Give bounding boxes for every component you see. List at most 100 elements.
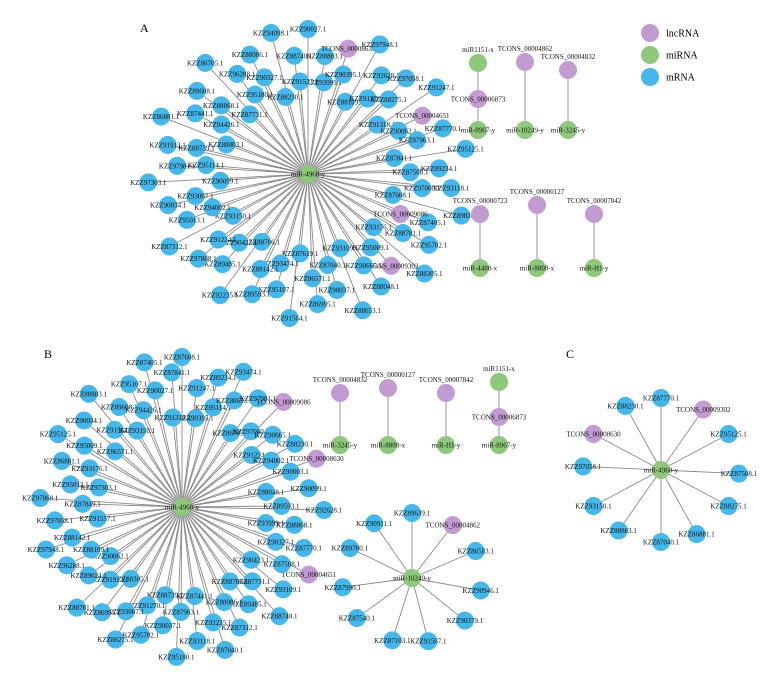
- mrna-node-circle: [652, 389, 670, 407]
- mrna-node-circle: [262, 451, 281, 470]
- node-label: miR-8967-y: [482, 442, 517, 450]
- node-tcons-00000127: TCONS_00000127: [510, 188, 565, 214]
- node-kzz93176-1: KZZ93176.1: [71, 459, 108, 478]
- node-label: KZZ88739.1: [147, 592, 184, 600]
- node-label: TCONS_00009302: [676, 406, 731, 414]
- mrna-node-circle: [186, 187, 205, 206]
- node-label: KZZ87103.1: [374, 637, 411, 645]
- mrna-node-circle: [213, 255, 232, 274]
- mrna-node-circle: [430, 159, 449, 178]
- network-edge: [238, 173, 309, 244]
- mrna-node-circle: [347, 609, 366, 628]
- node-label: KZZ93999.1: [306, 79, 343, 87]
- node-kzz88230-1: KZZ88230.1: [277, 434, 314, 453]
- node-kzz87770-1: KZZ87770.1: [643, 389, 680, 407]
- node-kzz87990-1: KZZ87990.1: [325, 578, 361, 597]
- network-edge: [307, 173, 423, 189]
- node-label: KZZ93474.1: [225, 368, 262, 376]
- node-kzz86995-1: KZZ86995.1: [299, 295, 336, 314]
- network-edge: [114, 429, 183, 508]
- node-label: miR1151-x: [483, 365, 515, 373]
- node-kzz87849-1: KZZ87849.1: [64, 494, 101, 513]
- node-label: KZZ97303.1: [81, 484, 118, 492]
- node-kzz95009-1: KZZ95009.1: [66, 436, 103, 455]
- mrna-node-circle: [246, 85, 265, 104]
- mrna-node-circle: [135, 353, 154, 372]
- node-kzz87040-1: KZZ87040.1: [310, 256, 346, 275]
- network-edge: [618, 469, 662, 531]
- node-label: KZZ93118.1: [433, 185, 470, 193]
- node-kzz90027-1: KZZ90027.1: [290, 20, 327, 38]
- node-kzz87963-1: KZZ87963.1: [163, 602, 200, 621]
- network-edge: [84, 445, 183, 508]
- node-kzz88048-1: KZZ88048.1: [248, 482, 285, 501]
- node-label: KZZ87963.1: [399, 137, 436, 145]
- network-edge: [125, 506, 183, 612]
- network-edge: [88, 506, 183, 576]
- node-label: KZZ88883.1: [600, 527, 637, 535]
- node-kzz87508-1: KZZ87508.1: [721, 464, 758, 483]
- node-kzz95013-1: KZZ95013.1: [169, 210, 206, 229]
- node-kzz88781-1: KZZ88781.1: [385, 224, 422, 243]
- node-tcons-00004832: TCONS_00004832: [313, 376, 368, 402]
- network-edge: [206, 164, 309, 175]
- node-kzz93474-1: KZZ93474.1: [262, 254, 299, 273]
- node-mir-4968-y: miR-4968-y: [165, 498, 200, 516]
- node-label: TCONS_00004862: [498, 45, 553, 53]
- node-label: KZZ88086.1: [232, 51, 269, 59]
- mrna-node-circle: [211, 286, 230, 305]
- lncrna-node-circle: [331, 384, 349, 402]
- mrna-node-circle: [340, 539, 359, 558]
- mrna-node-circle: [239, 595, 258, 614]
- node-kzz91913-1: KZZ91913.1: [92, 570, 129, 589]
- network-edge: [212, 173, 309, 208]
- node-label: miR-8808-x: [371, 442, 406, 450]
- mrna-node-circle: [719, 425, 738, 443]
- network-edge: [181, 401, 284, 508]
- node-label: KZZ88142.1: [242, 266, 279, 274]
- mrna-node-circle: [274, 580, 293, 599]
- node-kzz90037-1: KZZ90037.1: [145, 616, 182, 635]
- node-label: KZZ91318.1: [359, 121, 396, 129]
- node-label: KZZ90395.1: [325, 71, 362, 79]
- node-kzz88706-1: KZZ88706.1: [212, 572, 249, 591]
- mrna-node-circle: [379, 90, 398, 109]
- mrna-node-circle: [63, 528, 82, 547]
- node-label: KZZ93109.1: [322, 245, 359, 253]
- node-label: KZZ89608.1: [101, 404, 138, 412]
- network-edge: [349, 547, 413, 579]
- mrna-node-circle: [353, 301, 372, 320]
- node-label: KZZ95013.1: [52, 481, 89, 489]
- node-mir1151-x: miR1151-x: [483, 365, 515, 391]
- node-kzz86881-1: KZZ86881.1: [44, 451, 81, 470]
- node-kzz90099-1: KZZ90099.1: [202, 171, 239, 190]
- node-label: KZZ88868.1: [203, 102, 240, 110]
- network-edge: [181, 398, 259, 508]
- node-kzz91318-1: KZZ91318.1: [359, 115, 396, 134]
- node-label: KZZ95125.1: [710, 431, 747, 439]
- node-kzz88230-1: KZZ88230.1: [267, 87, 304, 106]
- node-label: KZZ89485.1: [204, 261, 241, 269]
- node-kzz88653-1: KZZ88653.1: [216, 391, 253, 410]
- node-label: KZZ88109.1: [73, 546, 110, 554]
- network-edge: [146, 506, 183, 606]
- node-label: KZZ89593.1: [263, 502, 300, 510]
- network-edge: [90, 506, 183, 550]
- node-kzz88868-1: KZZ88868.1: [203, 96, 240, 115]
- mrna-node-circle: [139, 173, 158, 192]
- node-kzz91247-1: KZZ91247.1: [178, 379, 215, 398]
- node-label: KZZ97868.1: [180, 255, 217, 263]
- node-kzz89485-1: KZZ89485.1: [204, 255, 241, 274]
- node-tcons-00004651: TCONS_00004651: [282, 565, 336, 584]
- node-label: KZZ87963.1: [163, 608, 200, 616]
- node-kzz88706-1: KZZ88706.1: [244, 232, 280, 251]
- mrna-node-circle: [433, 119, 452, 138]
- node-label: KZZ87608.1: [375, 191, 412, 199]
- mrna-node-circle: [187, 379, 206, 398]
- node-label: KZZ87040.1: [643, 539, 680, 547]
- mrna-node-circle: [106, 630, 125, 649]
- node-label: KZZ95125.1: [40, 431, 77, 439]
- node-kzz88653-1: KZZ88653.1: [345, 301, 381, 320]
